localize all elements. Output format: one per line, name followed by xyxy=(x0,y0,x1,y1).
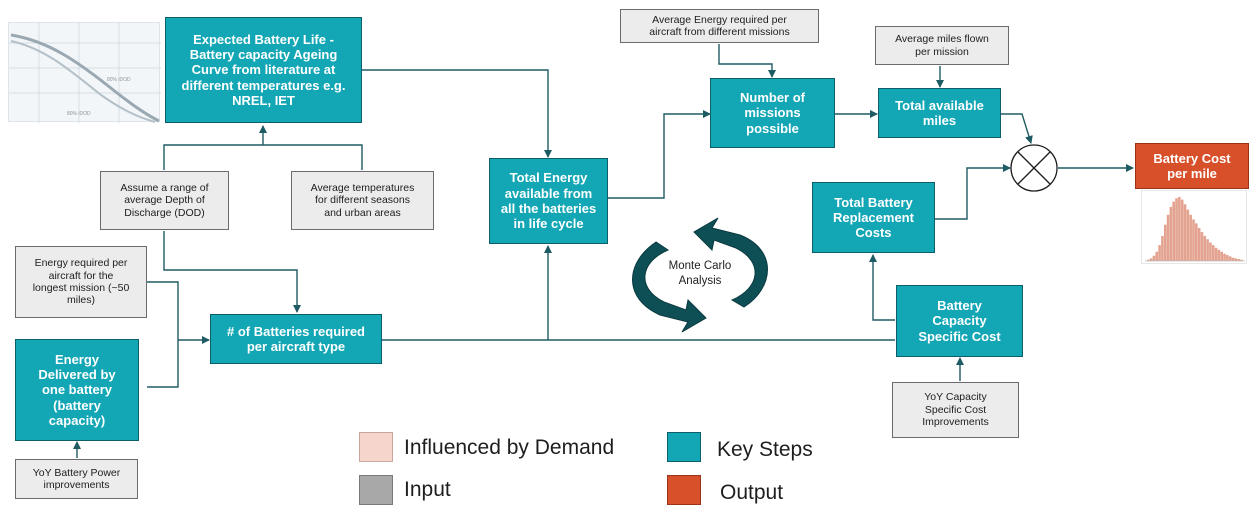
legend-swatch-influenced xyxy=(359,432,393,462)
histogram-bar xyxy=(1211,245,1215,261)
num-batteries-box: # of Batteries required per aircraft typ… xyxy=(210,314,382,364)
cost-histogram xyxy=(1141,190,1247,264)
avg-energy-missions-input-box: Average Energy required per aircraft fro… xyxy=(620,9,819,43)
histogram-bar xyxy=(1200,231,1204,261)
histogram-bar xyxy=(1175,198,1178,261)
histogram-bar xyxy=(1186,209,1190,261)
cycle-arrows-icon xyxy=(632,217,768,333)
battery-cost-output-box: Battery Cost per mile xyxy=(1135,143,1249,189)
connector-dod-to-batteries xyxy=(163,231,301,313)
monte-carlo-label: Monte Carlo Analysis xyxy=(668,260,732,287)
histogram-bar xyxy=(1195,223,1198,261)
histogram-bar xyxy=(1220,251,1224,261)
energy-longest-mission-input-box: Energy required per aircraft for the lon… xyxy=(15,246,147,318)
connector-longest-to-merge xyxy=(147,281,179,388)
histogram-bar xyxy=(1217,249,1221,261)
histogram-bar xyxy=(1228,256,1232,261)
connector-energy-to-missions xyxy=(608,110,711,199)
capacity-cost-box: Battery Capacity Specific Cost xyxy=(896,285,1023,357)
histogram-bar xyxy=(1149,258,1153,261)
ageing-curve-thumbnail: 80% iDOD 80% iDOD xyxy=(8,22,161,123)
connector-capacity-to-replacement xyxy=(869,254,895,321)
histogram-bar xyxy=(1161,235,1164,261)
curve-label-2: 80% iDOD xyxy=(67,111,91,117)
histogram-bar xyxy=(1178,196,1181,261)
legend-label-key-steps: Key Steps xyxy=(717,438,813,461)
histogram-bar xyxy=(1203,235,1207,261)
histogram-bar xyxy=(1197,228,1201,261)
histogram-bar xyxy=(1234,258,1238,261)
connector-life-to-total-energy xyxy=(362,69,552,158)
histogram-bar xyxy=(1158,245,1161,261)
histogram-bar xyxy=(1180,199,1184,261)
avg-temperatures-input-box: Average temperatures for different seaso… xyxy=(291,171,434,230)
connector-temp-to-life xyxy=(263,144,363,170)
expected-battery-life-box: Expected Battery Life - Battery capacity… xyxy=(165,17,362,123)
histogram-bar xyxy=(1189,214,1192,261)
histogram-bar xyxy=(1214,247,1218,261)
num-missions-box: Number of missions possible xyxy=(710,78,835,148)
legend-swatch-input xyxy=(359,475,393,505)
histogram-bar xyxy=(1223,253,1226,261)
connector-dod-to-life xyxy=(163,144,263,170)
replacement-costs-box: Total Battery Replacement Costs xyxy=(812,182,935,253)
histogram-bar xyxy=(1240,259,1243,261)
connector-miles-to-multiply xyxy=(1001,113,1033,144)
total-energy-box: Total Energy available from all the batt… xyxy=(489,158,608,244)
legend-label-influenced: Influenced by Demand xyxy=(404,436,615,459)
avg-miles-input-box: Average miles flown per mission xyxy=(875,26,1009,65)
histogram-bar xyxy=(1155,251,1159,261)
curve-label-1: 80% iDOD xyxy=(107,77,131,83)
yoy-capacity-input-box: YoY Capacity Specific Cost Improvements xyxy=(892,382,1019,438)
legend-swatch-output xyxy=(667,475,701,505)
histogram-bar xyxy=(1147,259,1150,261)
histogram-bar xyxy=(1209,242,1212,261)
histogram-bar xyxy=(1192,219,1195,261)
connector-avgenergy-to-missions xyxy=(718,44,776,78)
histogram-bar xyxy=(1183,204,1187,261)
histogram-bar xyxy=(1152,255,1156,261)
legend-swatch-key-steps xyxy=(667,432,701,462)
connector-replacement-to-multiply xyxy=(935,164,1011,220)
histogram-bar xyxy=(1172,201,1176,261)
histogram-bar xyxy=(1166,214,1170,261)
legend-label-input: Input xyxy=(404,478,451,501)
histogram-bar xyxy=(1163,224,1167,261)
energy-delivered-box: Energy Delivered by one battery (battery… xyxy=(15,339,139,441)
dod-input-box: Assume a range of average Depth of Disch… xyxy=(100,171,229,230)
total-miles-box: Total available miles xyxy=(878,88,1001,138)
legend-label-output: Output xyxy=(720,481,784,504)
histogram-bar xyxy=(1237,259,1240,261)
yoy-power-input-box: YoY Battery Power improvements xyxy=(15,459,138,499)
histogram-bar xyxy=(1169,206,1173,261)
histogram-bar xyxy=(1226,255,1229,261)
histogram-bar xyxy=(1206,239,1209,261)
multiply-icon xyxy=(1010,144,1058,192)
histogram-bar xyxy=(1231,257,1235,261)
